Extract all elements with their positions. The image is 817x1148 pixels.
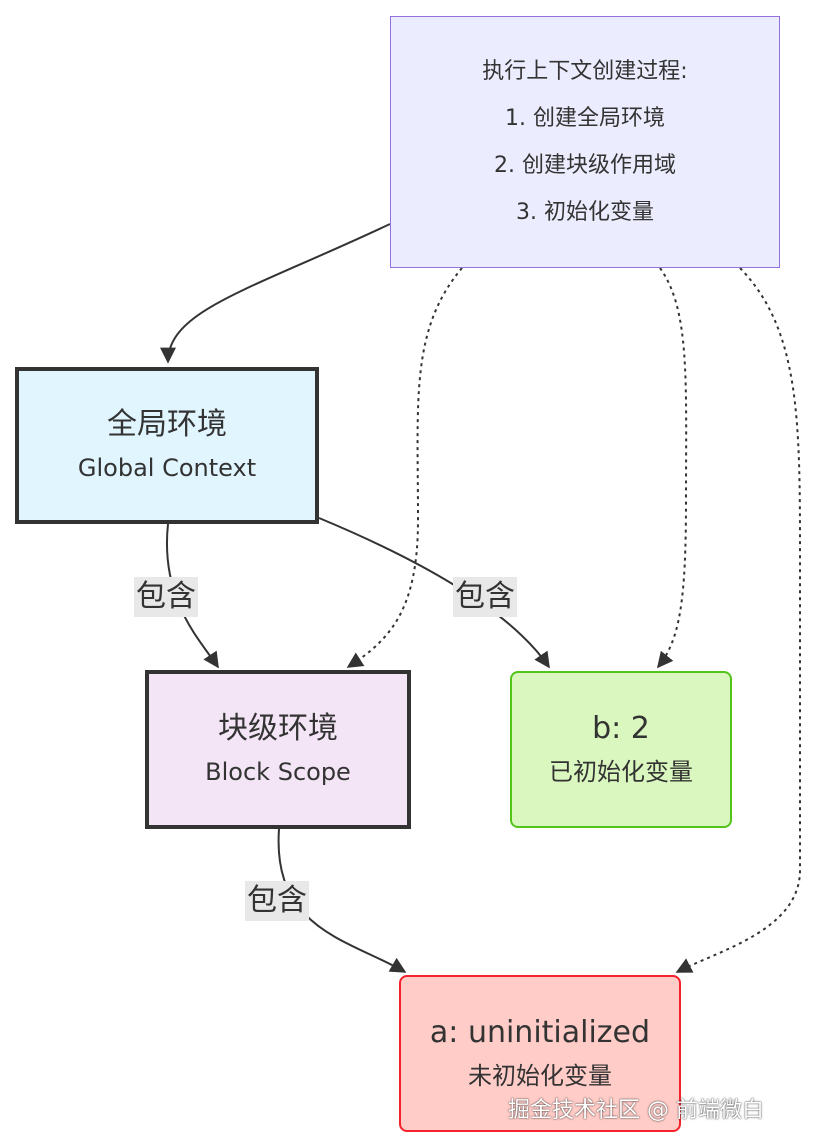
variable-a-subtitle: 未初始化变量 [468, 1061, 612, 1090]
process-step: 3. 初始化变量 [516, 200, 654, 225]
edge-process-to-a-dotted [675, 267, 801, 973]
block-scope-subtitle: Block Scope [205, 757, 351, 786]
edge-label-global-block: 包含 [134, 577, 198, 617]
edge-process-to-global [160, 223, 391, 364]
global-context-title: 全局环境 [107, 406, 227, 442]
global-context-node: 全局环境 Global Context [15, 367, 319, 524]
watermark: 掘金技术社区 @ 前端微白 [508, 1098, 764, 1123]
block-scope-node: 块级环境 Block Scope [145, 670, 411, 829]
process-step: 1. 创建全局环境 [505, 106, 665, 131]
global-context-subtitle: Global Context [77, 453, 257, 482]
edge-label-global-b: 包含 [453, 577, 517, 617]
process-step: 2. 创建块级作用域 [494, 153, 676, 178]
edge-block-to-a [277, 828, 407, 973]
variable-b-title: b: 2 [592, 710, 650, 746]
process-title: 执行上下文创建过程: [482, 59, 688, 84]
edge-process-to-block-dotted [346, 267, 463, 668]
variable-a-title: a: uninitialized [429, 1014, 651, 1050]
process-node: 执行上下文创建过程: 1. 创建全局环境 2. 创建块级作用域 3. 初始化变量 [390, 16, 780, 268]
variable-b-subtitle: 已初始化变量 [549, 757, 693, 786]
block-scope-title: 块级环境 [218, 710, 338, 746]
edge-process-to-b-dotted [656, 267, 688, 669]
variable-b-node: b: 2 已初始化变量 [510, 671, 732, 828]
edge-label-block-a: 包含 [245, 881, 309, 921]
variable-a-node: a: uninitialized 未初始化变量 [399, 975, 681, 1132]
